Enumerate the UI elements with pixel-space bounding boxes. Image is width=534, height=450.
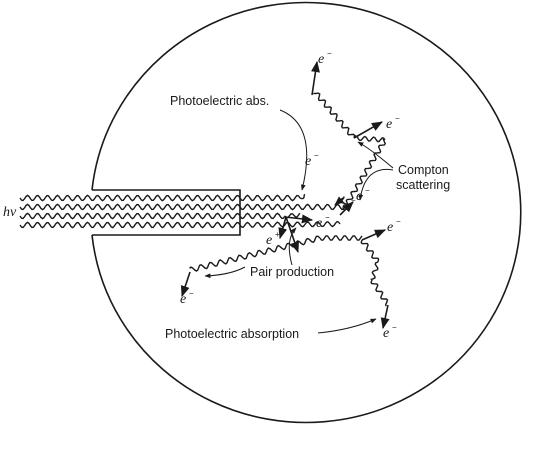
svg-text:−: −	[325, 213, 330, 222]
photon-label: hv	[3, 205, 17, 220]
electron-tracks	[180, 60, 390, 330]
electron-symbol: e−	[318, 49, 332, 67]
photon-tracks	[19, 92, 389, 307]
svg-text:+: +	[275, 230, 280, 239]
svg-text:−: −	[314, 151, 319, 160]
positron-symbol: e+	[266, 230, 280, 248]
photon-track	[19, 221, 241, 229]
svg-text:e: e	[180, 292, 186, 307]
svg-text:−: −	[395, 114, 400, 123]
photon-track	[239, 220, 341, 229]
photon-track	[299, 193, 306, 200]
electron-symbol: e−	[356, 186, 370, 204]
particle-symbols: e− e− e− e− e− e− e+ e− e− e−	[180, 49, 401, 341]
photon-track	[360, 239, 380, 263]
photon-track	[189, 235, 321, 272]
svg-text:−: −	[189, 289, 194, 298]
photon-track	[19, 203, 346, 211]
svg-text:e: e	[316, 216, 322, 231]
entry-slot	[92, 189, 241, 236]
photon-track	[319, 235, 363, 241]
svg-text:−: −	[396, 217, 401, 226]
electron-symbol: e−	[342, 196, 356, 214]
electron-symbol: e−	[316, 213, 330, 231]
svg-text:e: e	[318, 52, 324, 67]
photoelectric-absorption-label: Photoelectric absorption	[165, 327, 299, 341]
photon-track	[370, 279, 389, 307]
svg-text:−: −	[327, 49, 332, 58]
svg-text:−: −	[365, 186, 370, 195]
electron-symbol: e−	[180, 289, 194, 307]
svg-text:e: e	[305, 154, 311, 169]
svg-text:e: e	[356, 189, 362, 204]
compton-label: Compton	[398, 163, 449, 177]
photon-track	[19, 212, 286, 220]
svg-text:e: e	[266, 233, 272, 248]
detector-outline	[91, 1, 522, 424]
photoelectric-abs-label: Photoelectric abs.	[170, 94, 269, 108]
photon-track	[353, 135, 386, 143]
electron-symbol: e−	[305, 151, 319, 169]
svg-text:e: e	[342, 199, 348, 214]
photon-track	[313, 92, 356, 139]
svg-text:e: e	[387, 220, 393, 235]
leader-lines	[204, 109, 394, 334]
electron-symbol: e−	[387, 217, 401, 235]
svg-text:−: −	[392, 323, 397, 332]
photon-track	[344, 138, 386, 208]
svg-text:e: e	[383, 326, 389, 341]
svg-text:e: e	[386, 117, 392, 132]
svg-text:−: −	[351, 196, 356, 205]
scattering-label: scattering	[396, 178, 450, 192]
photon-track	[19, 194, 301, 202]
pair-production-label: Pair production	[250, 265, 334, 279]
electron-symbol: e−	[386, 114, 400, 132]
photon-track	[370, 261, 379, 281]
electron-symbol: e−	[383, 323, 397, 341]
